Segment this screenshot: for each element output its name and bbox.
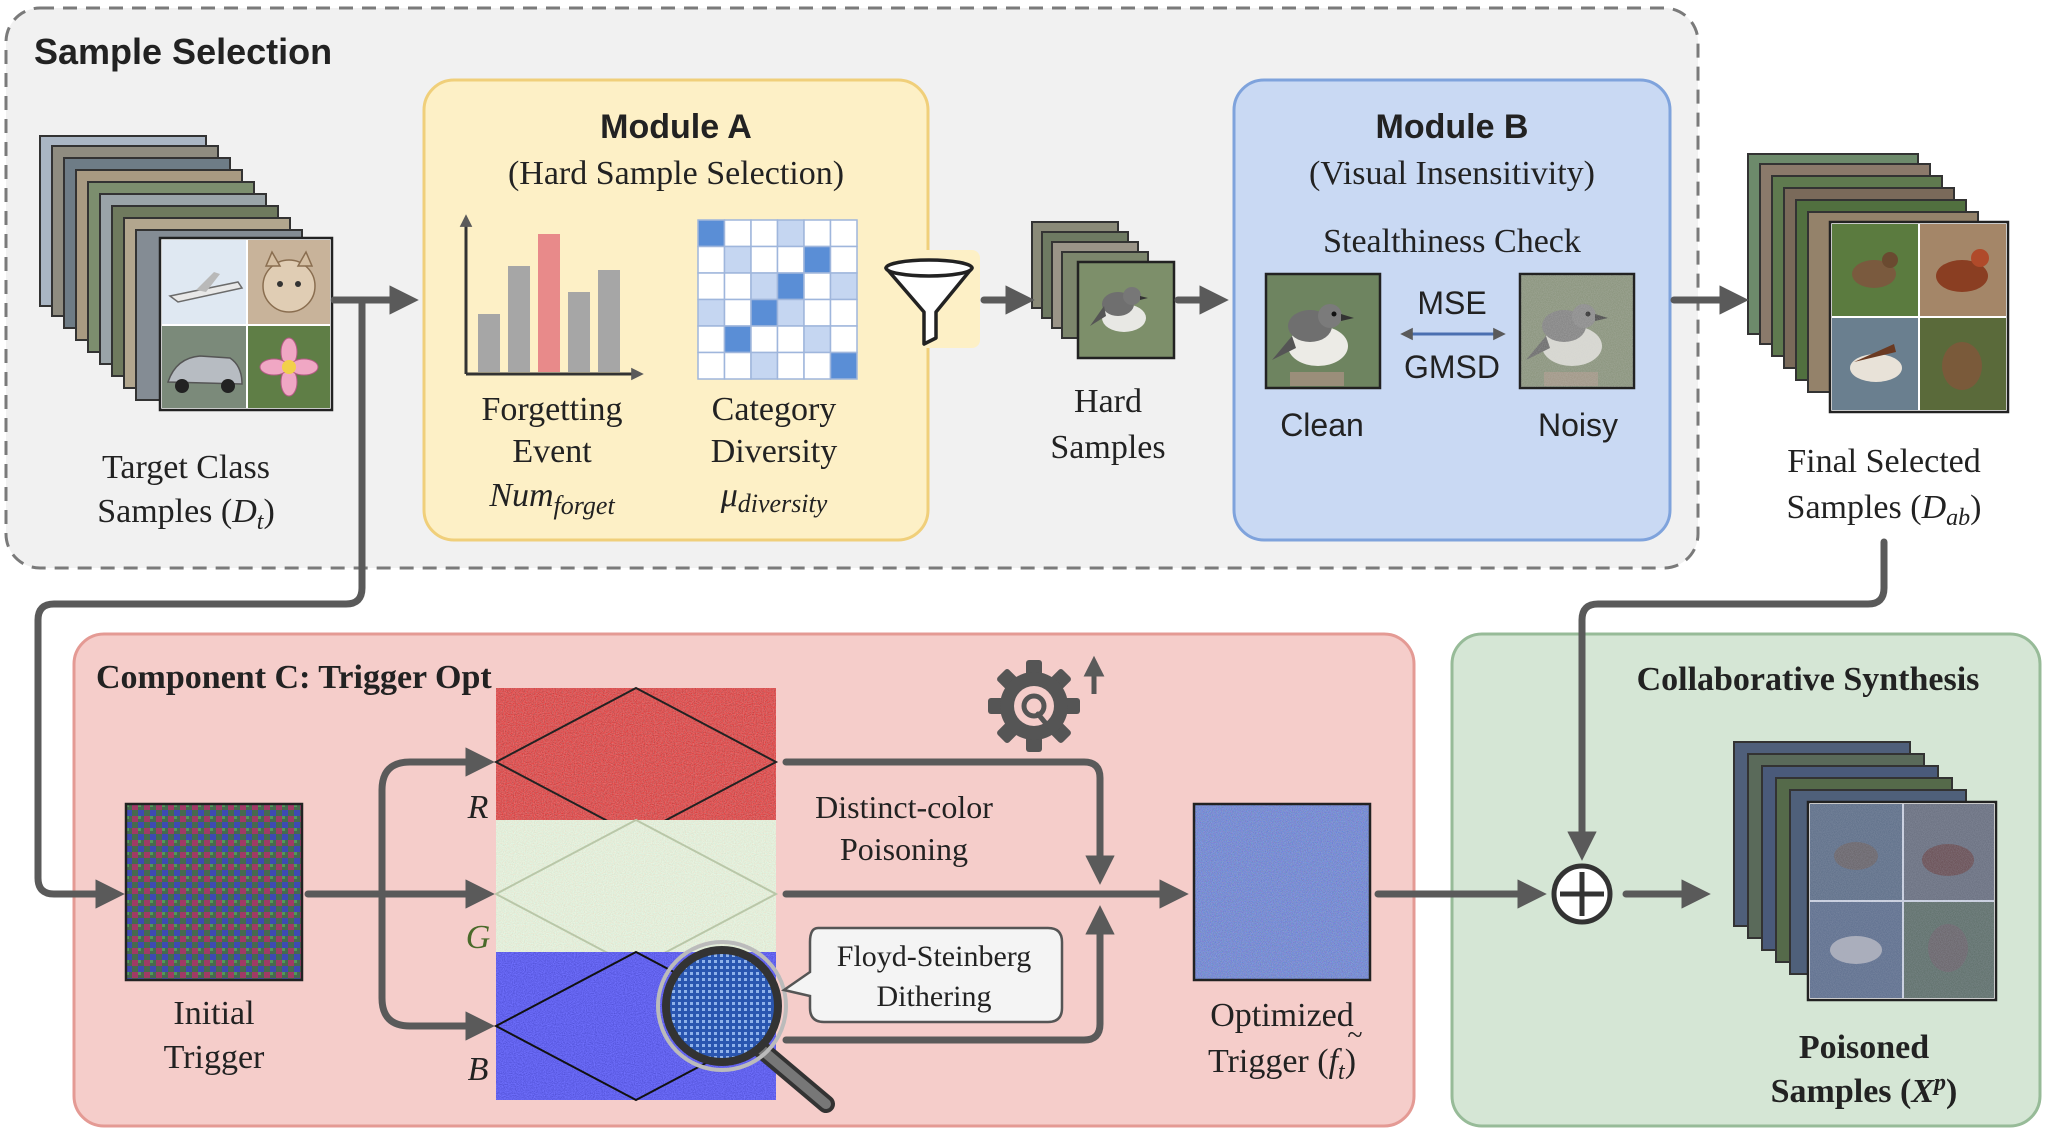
matrix-cell: [697, 219, 726, 248]
target-label-line2: Samples (Dt): [97, 493, 275, 535]
matrix-cell: [829, 298, 858, 327]
final-samples-stack: [1747, 153, 2010, 414]
collab-title: Collaborative Synthesis: [1637, 661, 1980, 698]
matrix-cell: [776, 245, 805, 274]
matrix-cell: [697, 272, 726, 301]
module-b-title: Module B: [1376, 108, 1529, 146]
distinct-label-line2: Poisoning: [840, 831, 968, 867]
hard-label-line1: Hard: [1074, 383, 1142, 420]
matrix-cell: [803, 298, 832, 327]
matrix-cell: [776, 219, 805, 248]
matrix-cell: [803, 325, 832, 354]
matrix-cell: [803, 219, 832, 248]
target-front-image: [158, 236, 334, 412]
matrix-cell: [803, 351, 832, 380]
matrix-cell: [723, 272, 752, 301]
num-forget-symbol: Numforget: [488, 477, 615, 520]
matrix-cell: [697, 351, 726, 380]
matrix-cell: [803, 245, 832, 274]
matrix-cell: [776, 325, 805, 354]
module-b-panel: [1232, 78, 1672, 542]
initial-label-line1: Initial: [173, 995, 254, 1032]
gmsd-label: GMSD: [1404, 349, 1500, 385]
funnel-icon: [874, 250, 980, 348]
mse-label: MSE: [1417, 285, 1486, 321]
distinct-label-line1: Distinct-color: [815, 789, 993, 825]
category-label-line2: Diversity: [711, 433, 838, 470]
oplus-icon: [1551, 863, 1613, 925]
matrix-cell: [750, 351, 779, 380]
module-b-subtitle: (Visual Insensitivity): [1309, 155, 1595, 192]
matrix-cell: [776, 298, 805, 327]
forgetting-label-line2: Event: [512, 433, 592, 470]
module-a-title: Module A: [600, 108, 752, 146]
dither-label-line1: Floyd-Steinberg: [837, 940, 1031, 973]
gear-icon: [988, 655, 1105, 752]
matrix-cell: [723, 219, 752, 248]
matrix-cell: [750, 272, 779, 301]
matrix-cell: [750, 245, 779, 274]
optimized-trigger-image: [1194, 804, 1370, 980]
final-label-line1: Final Selected: [1787, 443, 1981, 480]
component-c-title: Component C: Trigger Opt: [96, 659, 492, 696]
matrix-cell: [697, 325, 726, 354]
poisoned-label-line2: Samples (Xp): [1771, 1070, 1958, 1110]
matrix-cell: [723, 245, 752, 274]
matrix-cell: [829, 245, 858, 274]
matrix-cell: [697, 245, 726, 274]
clean-bird-image: [1264, 272, 1382, 390]
forgetting-bar-chart-icon: [459, 214, 644, 381]
magnifier-icon: [656, 940, 835, 1113]
stealthiness-check-label: Stealthiness Check: [1323, 223, 1581, 260]
dithering-callout: [780, 926, 1064, 1024]
matrix-cell: [829, 272, 858, 301]
final-label-line2: Samples (Dab): [1787, 489, 1982, 531]
matrix-cell: [829, 351, 858, 380]
matrix-cell: [723, 351, 752, 380]
initial-label-line2: Trigger: [164, 1039, 265, 1076]
g-channel-label: G: [466, 919, 491, 956]
dither-label-line2: Dithering: [877, 980, 992, 1013]
matrix-cell: [829, 325, 858, 354]
initial-trigger-image: [124, 802, 304, 982]
matrix-cell: [723, 325, 752, 354]
clean-label: Clean: [1280, 407, 1364, 443]
tilde-mark: ~: [1347, 1020, 1362, 1051]
matrix-cell: [723, 298, 752, 327]
flow-arrows: [34, 285, 1888, 909]
mu-diversity-symbol: μdiversity: [720, 477, 828, 518]
category-diversity-matrix-icon: [697, 219, 858, 380]
matrix-cell: [750, 219, 779, 248]
noisy-label: Noisy: [1538, 407, 1618, 443]
optimized-label-line2: Trigger (ft): [1208, 1043, 1356, 1085]
forgetting-label-line1: Forgetting: [481, 391, 622, 428]
b-channel-label: B: [468, 1051, 489, 1088]
noisy-bird-image: [1518, 272, 1636, 390]
matrix-cell: [750, 325, 779, 354]
matrix-cell: [697, 298, 726, 327]
poisoned-samples-stack: [1733, 741, 1998, 1002]
category-label-line1: Category: [712, 391, 837, 428]
matrix-cell: [803, 272, 832, 301]
channel-split-arrows: [304, 747, 1711, 1044]
matrix-cell: [776, 272, 805, 301]
matrix-cell: [829, 219, 858, 248]
target-label-line1: Target Class: [102, 449, 270, 486]
hard-label-line2: Samples: [1050, 429, 1165, 466]
r-channel-label: R: [467, 789, 489, 826]
matrix-cell: [776, 351, 805, 380]
matrix-cell: [750, 298, 779, 327]
target-samples-stack: [39, 135, 334, 412]
module-a-subtitle: (Hard Sample Selection): [508, 155, 844, 192]
sample-selection-title: Sample Selection: [34, 31, 332, 72]
optimized-label-line1: Optimized: [1210, 997, 1354, 1034]
poisoned-label-line1: Poisoned: [1799, 1029, 1929, 1066]
hard-samples-stack: [1031, 221, 1176, 360]
